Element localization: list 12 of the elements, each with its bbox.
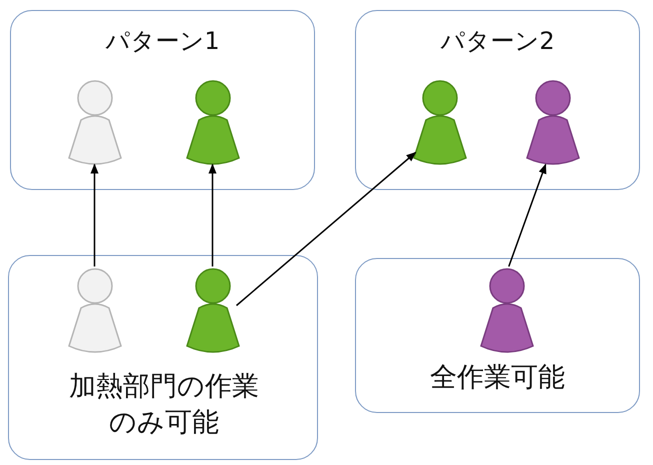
arrow <box>508 164 546 267</box>
rounded-box <box>10 10 315 190</box>
arrow <box>208 164 216 266</box>
box-label: 全作業可能 <box>429 361 566 395</box>
arrow <box>236 152 416 306</box>
box-label: パターン2 <box>439 26 556 57</box>
box-label: 加熱部門の作業のみ可能 <box>68 370 260 440</box>
box-label: パターン1 <box>104 26 221 57</box>
rounded-box <box>355 258 640 413</box>
rounded-box <box>8 255 318 460</box>
arrow <box>90 164 98 266</box>
rounded-box <box>355 10 640 190</box>
